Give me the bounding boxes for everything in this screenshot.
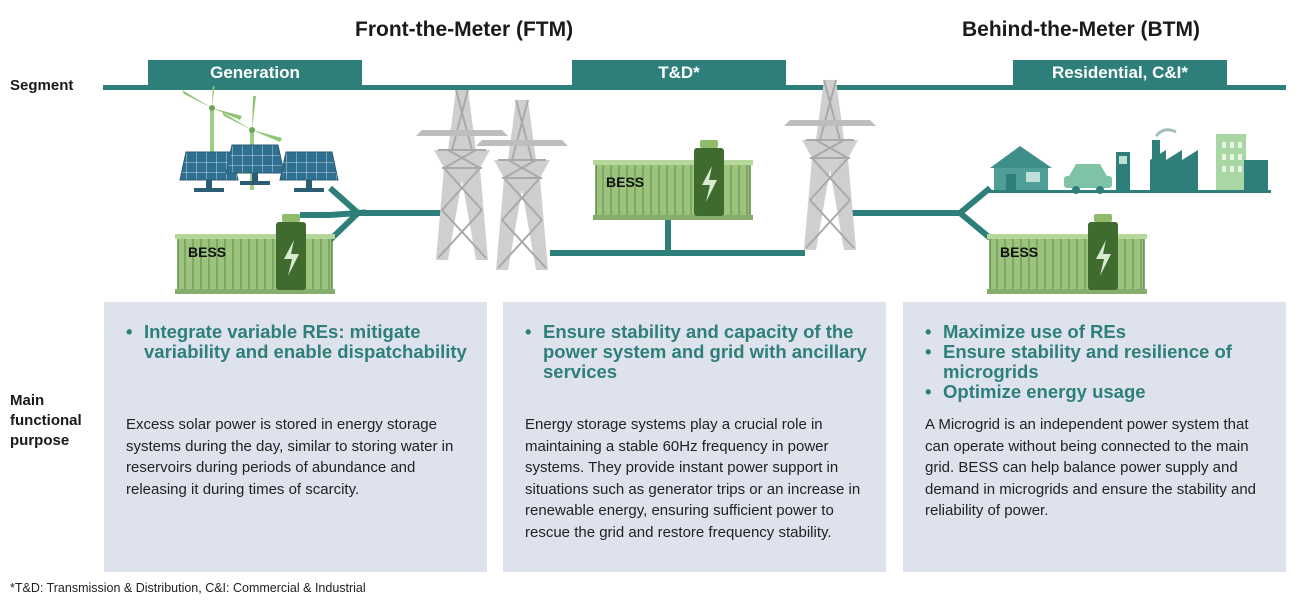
segment-axis-line (103, 85, 1286, 90)
battery-container-icon: BESS (174, 213, 336, 295)
energy-storage-diagram: BESS BESS (103, 74, 1286, 295)
purpose-label-line3: purpose (10, 432, 70, 449)
bess-label-td: BESS (606, 174, 644, 190)
segment-residential-ci: Residential, C&I* (1013, 60, 1227, 86)
td-purpose-panel: Ensure stability and capacity of the pow… (503, 302, 886, 572)
bullet-item: Ensure stability and capacity of the pow… (525, 322, 872, 382)
bullet-item: Integrate variable REs: mitigate variabi… (126, 322, 473, 362)
segment-td: T&D* (572, 60, 786, 86)
battery-container-icon: BESS (592, 139, 754, 221)
td-bullets: Ensure stability and capacity of the pow… (525, 322, 872, 382)
segment-generation: Generation (148, 60, 362, 86)
btm-bullets: Maximize use of REs Ensure stability and… (925, 322, 1272, 403)
btm-purpose-panel: Maximize use of REs Ensure stability and… (903, 302, 1286, 572)
generation-purpose-panel: Integrate variable REs: mitigate variabi… (104, 302, 487, 572)
bullet-item: Maximize use of REs (925, 322, 1272, 343)
generation-description: Excess solar power is stored in energy s… (126, 416, 454, 498)
btm-description: A Microgrid is an independent power syst… (925, 416, 1257, 519)
purpose-row-label: Main functional purpose (10, 391, 82, 451)
bess-label-btm: BESS (1000, 244, 1038, 260)
bullet-item: Ensure stability and resilience of micro… (925, 342, 1272, 382)
house-icon (990, 146, 1052, 190)
btm-title: Behind-the-Meter (BTM) (962, 18, 1200, 41)
footnote: *T&D: Transmission & Distribution, C&I: … (10, 581, 366, 595)
generation-bullets: Integrate variable REs: mitigate variabi… (126, 322, 473, 362)
factory-icon (1150, 128, 1198, 190)
segment-row-label: Segment (10, 77, 74, 94)
battery-container-icon: BESS (986, 213, 1148, 295)
ev-charger-icon (1116, 152, 1130, 190)
purpose-label-line1: Main (10, 392, 45, 409)
solar-panel-icon (179, 144, 339, 193)
electric-car-icon (1064, 164, 1112, 194)
bullet-item: Optimize energy usage (925, 382, 1272, 403)
bess-label-generation: BESS (188, 244, 226, 260)
purpose-label-line2: functional (10, 412, 82, 429)
td-description: Energy storage systems play a crucial ro… (525, 416, 861, 541)
ftm-title: Front-the-Meter (FTM) (355, 18, 574, 41)
office-building-icon (1216, 134, 1268, 190)
